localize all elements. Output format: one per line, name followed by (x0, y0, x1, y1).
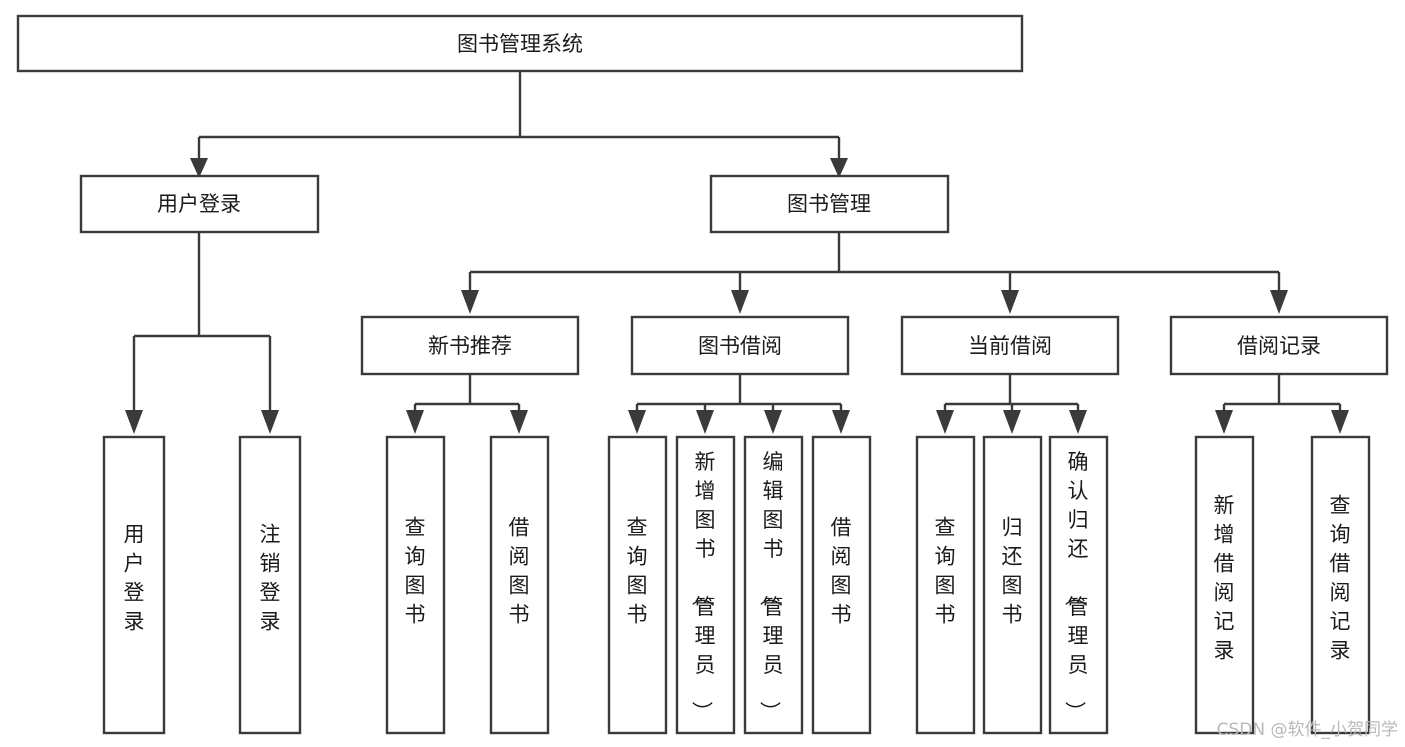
node-leaf-query-record[interactable]: 查询借阅记录 (1310, 435, 1371, 735)
node-borrow-record[interactable]: 借阅记录 (1169, 315, 1389, 376)
node-leaf-query-book-2[interactable]: 查询图书 (607, 435, 668, 735)
node-leaf-query-book-1[interactable]: 查询图书 (385, 435, 446, 735)
node-leaf-borrow-book-1-box[interactable] (489, 435, 550, 735)
node-leaf-query-book-3-label: 查询图书 (935, 516, 956, 627)
node-book-manage[interactable]: 图书管理 (709, 174, 950, 234)
node-borrow-record-box[interactable] (1169, 315, 1389, 376)
node-book-manage-box[interactable] (709, 174, 950, 234)
arrow-head-leaf-user-login (125, 410, 143, 434)
node-leaf-edit-book-box[interactable] (743, 435, 804, 735)
node-leaf-query-book-2-label: 查询图书 (627, 516, 648, 627)
node-leaf-confirm-return-label: 确认归还（管理员） (1063, 450, 1089, 722)
node-borrow-record-label: 借阅记录 (1237, 334, 1321, 358)
arrow-head-leaf-query-record (1331, 410, 1349, 434)
node-current-borrow[interactable]: 当前借阅 (900, 315, 1120, 376)
node-root[interactable]: 图书管理系统 (16, 14, 1024, 73)
node-leaf-edit-book-label: 编辑图书（管理员） (758, 450, 784, 722)
node-leaf-confirm-return-box[interactable] (1048, 435, 1109, 735)
node-leaf-query-record-box[interactable] (1310, 435, 1371, 735)
node-leaf-confirm-return[interactable]: 确认归还（管理员） (1048, 435, 1109, 735)
node-leaf-add-book-box[interactable] (675, 435, 736, 735)
arrow-head-user-login (190, 158, 208, 178)
arrow-head-book-manage (830, 158, 848, 178)
node-root-box[interactable] (16, 14, 1024, 73)
node-leaf-borrow-book-2[interactable]: 借阅图书 (811, 435, 872, 735)
arrow-head-book-borrow (731, 290, 749, 314)
node-new-book-recommend-box[interactable] (360, 315, 580, 376)
node-new-book-recommend-label: 新书推荐 (428, 334, 512, 358)
csdn-watermark: CSDN @软件_小贺同学 (1217, 720, 1398, 740)
node-leaf-logout-login-box[interactable] (238, 435, 302, 735)
node-new-book-recommend[interactable]: 新书推荐 (360, 315, 580, 376)
node-leaf-borrow-book-2-box[interactable] (811, 435, 872, 735)
node-root-label: 图书管理系统 (457, 32, 583, 56)
node-current-borrow-box[interactable] (900, 315, 1120, 376)
arrow-head-leaf-borrow-book-2 (832, 410, 850, 434)
arrow-head-leaf-add-record (1215, 410, 1233, 434)
node-leaf-add-book[interactable]: 新增图书（管理员） (675, 435, 736, 735)
arrow-head-leaf-edit-book (764, 410, 782, 434)
arrow-head-leaf-logout-login (261, 410, 279, 434)
node-user-login-label: 用户登录 (157, 192, 241, 216)
node-leaf-borrow-book-2-label: 借阅图书 (831, 516, 852, 627)
node-leaf-query-book-3-box[interactable] (915, 435, 976, 735)
node-leaf-edit-book[interactable]: 编辑图书（管理员） (743, 435, 804, 735)
arrow-head-leaf-confirm-return (1069, 410, 1087, 434)
node-leaf-return-book[interactable]: 归还图书 (982, 435, 1043, 735)
node-leaf-return-book-box[interactable] (982, 435, 1043, 735)
node-leaf-borrow-book-1-label: 借阅图书 (509, 516, 530, 627)
node-leaf-query-book-1-label: 查询图书 (405, 516, 426, 627)
arrow-head-leaf-borrow-book-1 (510, 410, 528, 434)
node-leaf-add-record-label: 新增借阅记录 (1214, 494, 1235, 663)
arrow-head-leaf-query-book-2 (628, 410, 646, 434)
node-leaf-add-book-label: 新增图书（管理员） (690, 450, 716, 722)
arrow-head-borrow-record (1270, 290, 1288, 314)
node-leaf-logout-login[interactable]: 注销登录 (238, 435, 302, 735)
arrow-head-leaf-query-book-1 (406, 410, 424, 434)
node-leaf-logout-login-label: 注销登录 (260, 523, 281, 634)
arrow-head-new-book-recommend (461, 290, 479, 314)
node-book-borrow-label: 图书借阅 (698, 334, 782, 358)
node-book-borrow-box[interactable] (630, 315, 850, 376)
node-leaf-user-login-box[interactable] (102, 435, 166, 735)
node-leaf-query-book-3[interactable]: 查询图书 (915, 435, 976, 735)
node-current-borrow-label: 当前借阅 (968, 334, 1052, 358)
node-user-login-box[interactable] (79, 174, 320, 234)
arrow-head-leaf-add-book (696, 410, 714, 434)
node-user-login[interactable]: 用户登录 (79, 174, 320, 234)
arrow-head-current-borrow (1001, 290, 1019, 314)
node-leaf-query-book-1-box[interactable] (385, 435, 446, 735)
node-leaf-query-record-label: 查询借阅记录 (1330, 494, 1351, 663)
node-leaf-borrow-book-1[interactable]: 借阅图书 (489, 435, 550, 735)
connector-layer (125, 71, 1349, 434)
node-book-borrow[interactable]: 图书借阅 (630, 315, 850, 376)
node-leaf-user-login-label: 用户登录 (124, 523, 145, 634)
arrow-head-leaf-return-book (1003, 410, 1021, 434)
node-book-manage-label: 图书管理 (787, 192, 871, 216)
node-leaf-add-record-box[interactable] (1194, 435, 1255, 735)
node-leaf-add-record[interactable]: 新增借阅记录 (1194, 435, 1255, 735)
node-leaf-return-book-label: 归还图书 (1002, 516, 1023, 627)
node-leaf-query-book-2-box[interactable] (607, 435, 668, 735)
node-leaf-user-login[interactable]: 用户登录 (102, 435, 166, 735)
arrow-head-leaf-query-book-3 (936, 410, 954, 434)
